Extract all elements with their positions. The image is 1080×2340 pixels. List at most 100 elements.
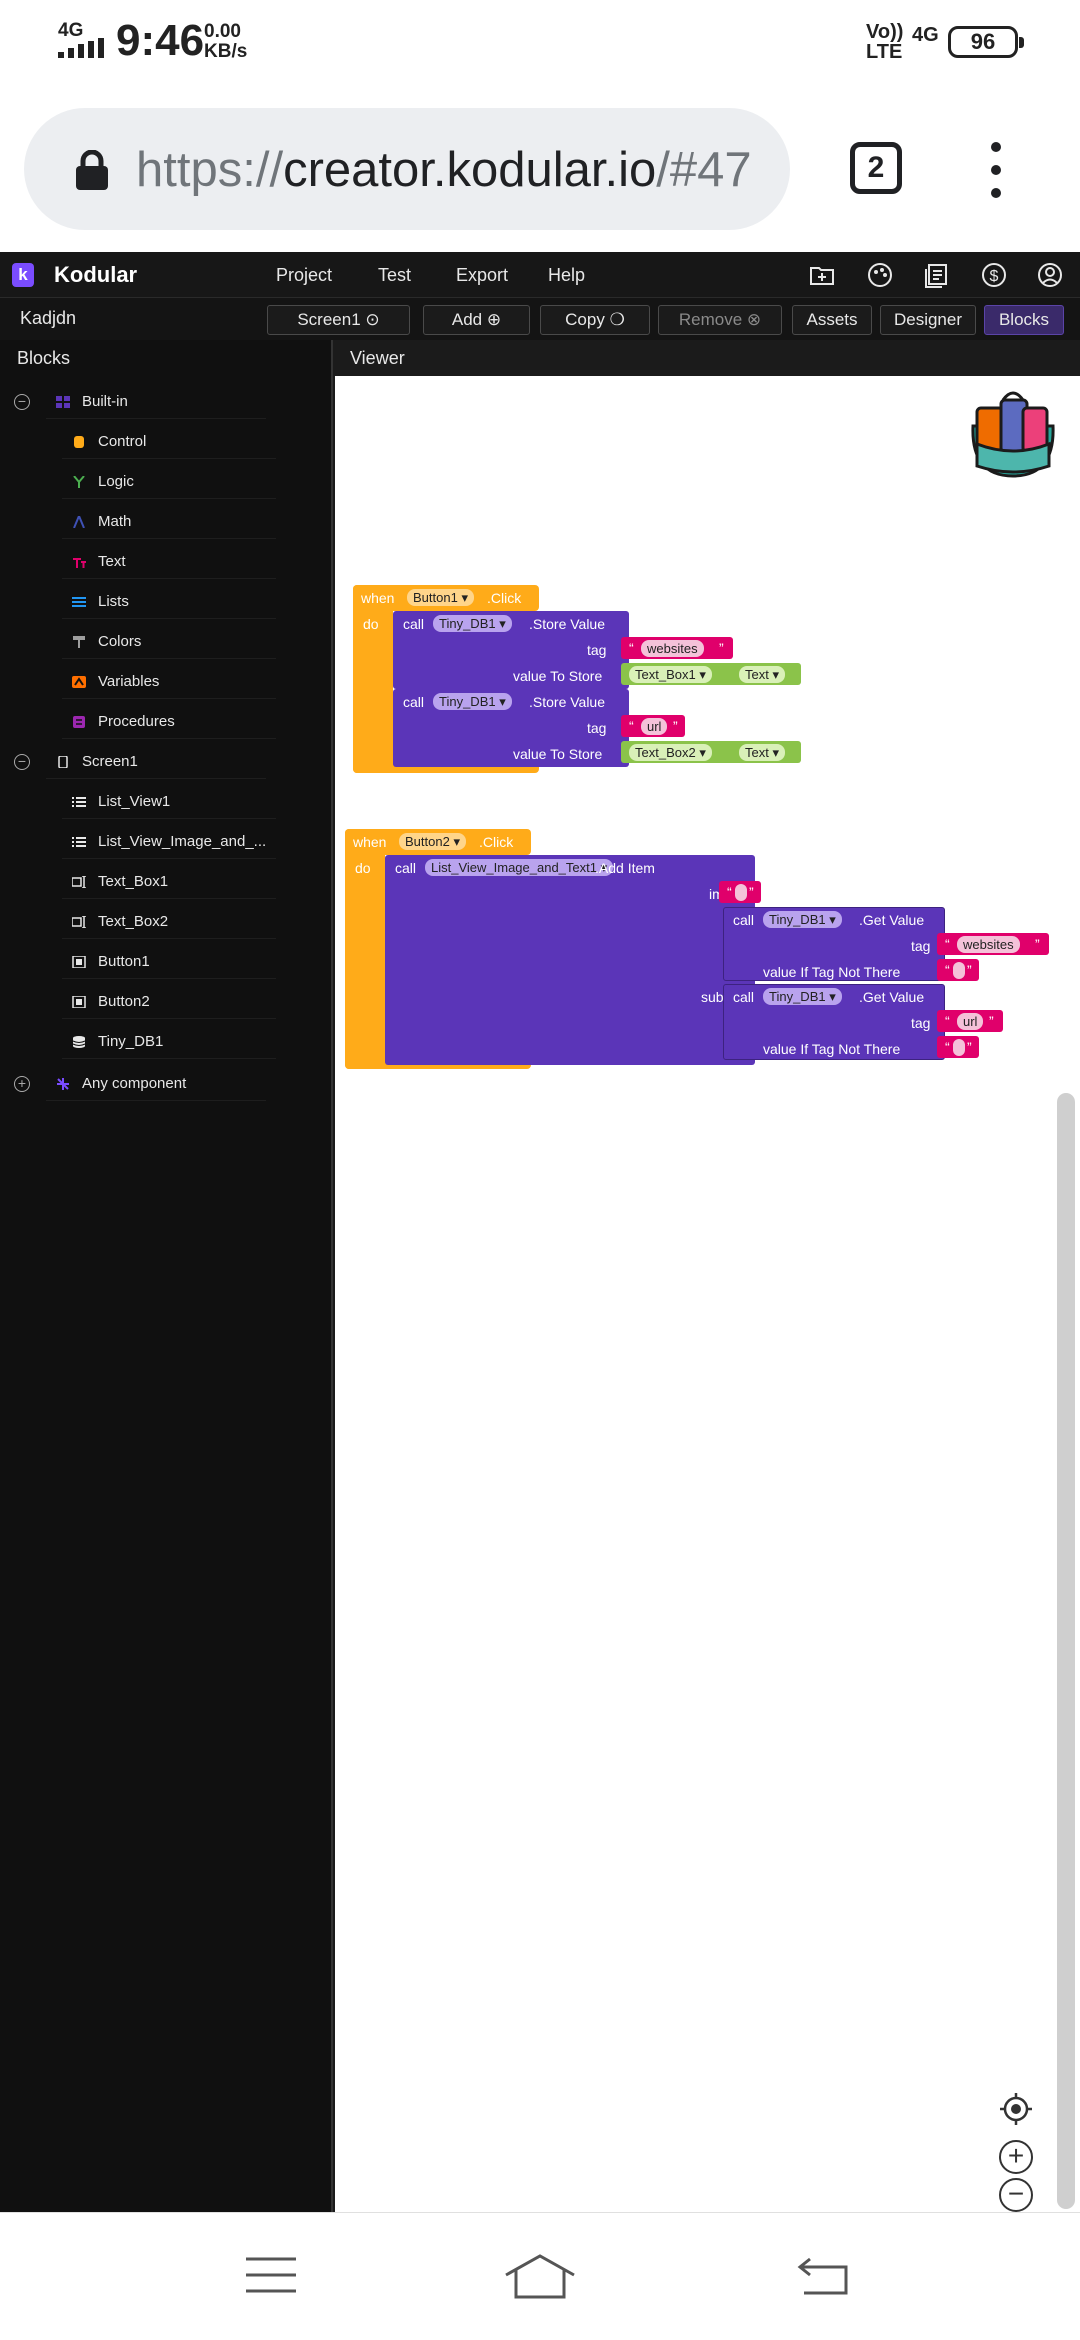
string-block[interactable]: “ websites ” bbox=[937, 933, 1049, 955]
empty-string-block[interactable]: “ ” bbox=[719, 881, 761, 903]
menu-project[interactable]: Project bbox=[276, 265, 333, 285]
system-navigation-bar bbox=[0, 2212, 1080, 2340]
assets-button[interactable]: Assets bbox=[792, 305, 872, 335]
button-icon bbox=[72, 996, 86, 1008]
database-icon bbox=[72, 1036, 86, 1048]
add-item-block[interactable]: call List_View_Image_and_Text1 ▾ .Add It… bbox=[385, 855, 755, 1065]
tree-text[interactable]: Text bbox=[62, 545, 276, 579]
designer-button[interactable]: Designer bbox=[880, 305, 976, 335]
button-icon bbox=[72, 956, 86, 968]
zoom-out-button[interactable]: − bbox=[999, 2178, 1033, 2212]
tree-lists[interactable]: Lists bbox=[62, 585, 276, 619]
store-value-block-2[interactable]: call Tiny_DB1 ▾ .Store Value tag value T… bbox=[393, 689, 629, 767]
menu-export[interactable]: Export bbox=[456, 265, 509, 285]
folder-icon[interactable] bbox=[808, 261, 836, 289]
textbox-text-getter[interactable]: Text_Box2 ▾ Text ▾ bbox=[621, 741, 801, 763]
expand-any-component-icon[interactable]: + bbox=[14, 1076, 30, 1092]
event-button2-click[interactable]: when Button2 ▾ .Click do bbox=[345, 829, 531, 1069]
blocks-panel-header: Blocks bbox=[17, 348, 71, 368]
click-event-label: .Click bbox=[479, 834, 514, 850]
remove-screen-button[interactable]: Remove ⊗ bbox=[658, 305, 782, 335]
gallery-icon[interactable] bbox=[866, 261, 894, 289]
copy-screen-button[interactable]: Copy ❍ bbox=[540, 305, 650, 335]
menu-help[interactable]: Help bbox=[548, 265, 586, 285]
empty-string-block[interactable]: “ ” bbox=[937, 1036, 979, 1058]
tinydb-dropdown[interactable]: Tiny_DB1 ▾ bbox=[433, 693, 512, 710]
string-block[interactable]: “ url ” bbox=[621, 715, 685, 737]
documentation-icon[interactable] bbox=[922, 261, 950, 289]
tree-logic[interactable]: Logic bbox=[62, 465, 276, 499]
blocks-sidebar: Blocks − Built-in Control Logic Math Tex… bbox=[0, 340, 333, 2212]
store-value-block-1[interactable]: call Tiny_DB1 ▾ .Store Value tag value T… bbox=[393, 611, 629, 689]
blocks-button[interactable]: Blocks bbox=[984, 305, 1064, 335]
listview-dropdown[interactable]: List_View_Image_and_Text1 ▾ bbox=[425, 859, 614, 876]
remove-icon: ⊗ bbox=[746, 310, 762, 329]
value-to-store-label: value To Store bbox=[513, 746, 603, 762]
backpack-icon[interactable] bbox=[963, 386, 1063, 482]
textbox1-dropdown[interactable]: Text_Box1 ▾ bbox=[629, 666, 712, 683]
textbox2-dropdown[interactable]: Text_Box2 ▾ bbox=[629, 744, 712, 761]
button2-dropdown[interactable]: Button2 ▾ bbox=[399, 833, 466, 850]
tinydb-dropdown[interactable]: Tiny_DB1 ▾ bbox=[433, 615, 512, 632]
address-bar[interactable]: https://creator.kodular.io/#47 bbox=[24, 108, 790, 230]
tree-list-view-image-text[interactable]: List_View_Image_and_... bbox=[62, 825, 276, 859]
tinydb-dropdown[interactable]: Tiny_DB1 ▾ bbox=[763, 911, 842, 928]
get-value-block-subtitle[interactable]: call Tiny_DB1 ▾ .Get Value tag value If … bbox=[723, 984, 945, 1060]
add-icon: ⊕ bbox=[486, 310, 502, 329]
button1-dropdown[interactable]: Button1 ▾ bbox=[407, 589, 474, 606]
lock-icon bbox=[76, 150, 108, 190]
tree-list-view1[interactable]: List_View1 bbox=[62, 785, 276, 819]
listview-icon bbox=[72, 797, 86, 807]
tree-text-box2[interactable]: Text_Box2 bbox=[62, 905, 276, 939]
logic-icon bbox=[73, 476, 85, 488]
app-topbar: k Kodular Project Test Export Help $ bbox=[0, 252, 1080, 298]
get-value-block-title[interactable]: call Tiny_DB1 ▾ .Get Value tag value If … bbox=[723, 907, 945, 981]
collapse-builtin-icon[interactable]: − bbox=[14, 394, 30, 410]
recenter-button[interactable] bbox=[999, 2092, 1033, 2126]
tinydb-dropdown[interactable]: Tiny_DB1 ▾ bbox=[763, 988, 842, 1005]
phone-icon bbox=[58, 756, 68, 768]
tree-tiny-db1[interactable]: Tiny_DB1 bbox=[62, 1025, 276, 1059]
textbox-text-getter[interactable]: Text_Box1 ▾ Text ▾ bbox=[621, 663, 801, 685]
network-type-secondary: 4G bbox=[912, 24, 939, 46]
url-text[interactable]: https://creator.kodular.io/#47 bbox=[136, 143, 752, 197]
tab-switcher-button[interactable]: 2 bbox=[850, 142, 902, 194]
tree-builtin[interactable]: Built-in bbox=[46, 385, 266, 419]
get-value-method: .Get Value bbox=[859, 989, 925, 1005]
text-property-dropdown[interactable]: Text ▾ bbox=[739, 666, 785, 683]
tree-text-box1[interactable]: Text_Box1 bbox=[62, 865, 276, 899]
zoom-in-button[interactable]: + bbox=[999, 2140, 1033, 2174]
empty-string-block[interactable]: “ ” bbox=[937, 959, 979, 981]
tree-variables[interactable]: Variables bbox=[62, 665, 276, 699]
collapse-screen1-icon[interactable]: − bbox=[14, 754, 30, 770]
tree-button2[interactable]: Button2 bbox=[62, 985, 276, 1019]
tree-colors[interactable]: Colors bbox=[62, 625, 276, 659]
tree-screen1[interactable]: Screen1 bbox=[46, 745, 266, 779]
home-icon[interactable] bbox=[504, 2253, 576, 2299]
event-button1-click[interactable]: when Button1 ▾ .Click do bbox=[353, 585, 539, 773]
workspace-scrollbar[interactable] bbox=[1057, 1093, 1075, 2209]
text-property-dropdown[interactable]: Text ▾ bbox=[739, 744, 785, 761]
tree-procedures[interactable]: Procedures bbox=[62, 705, 276, 739]
tree-any-component[interactable]: Any component bbox=[46, 1067, 266, 1101]
pricing-icon[interactable]: $ bbox=[980, 261, 1008, 289]
menu-icon[interactable] bbox=[244, 2255, 298, 2295]
screen-selector[interactable]: Screen1 ⊙ bbox=[267, 305, 410, 335]
menu-test[interactable]: Test bbox=[378, 265, 412, 285]
tree-control[interactable]: Control bbox=[62, 425, 276, 459]
store-value-method: .Store Value bbox=[529, 694, 606, 710]
project-name: Kadjdn bbox=[20, 308, 77, 328]
do-label: do bbox=[363, 616, 379, 632]
blocks-workspace[interactable]: when Button1 ▾ .Click do call Tiny_DB1 ▾… bbox=[335, 376, 1080, 2212]
back-icon[interactable] bbox=[796, 2255, 850, 2295]
chevron-down-icon: ⊙ bbox=[365, 310, 380, 329]
add-screen-button[interactable]: Add ⊕ bbox=[423, 305, 530, 335]
tree-math[interactable]: Math bbox=[62, 505, 276, 539]
more-options-icon[interactable] bbox=[982, 142, 1010, 198]
string-block[interactable]: “ url ” bbox=[937, 1010, 1003, 1032]
string-block[interactable]: “ websites ” bbox=[621, 637, 733, 659]
get-value-method: .Get Value bbox=[859, 912, 925, 928]
account-icon[interactable] bbox=[1036, 261, 1064, 289]
any-component-icon bbox=[57, 1078, 69, 1090]
tree-button1[interactable]: Button1 bbox=[62, 945, 276, 979]
